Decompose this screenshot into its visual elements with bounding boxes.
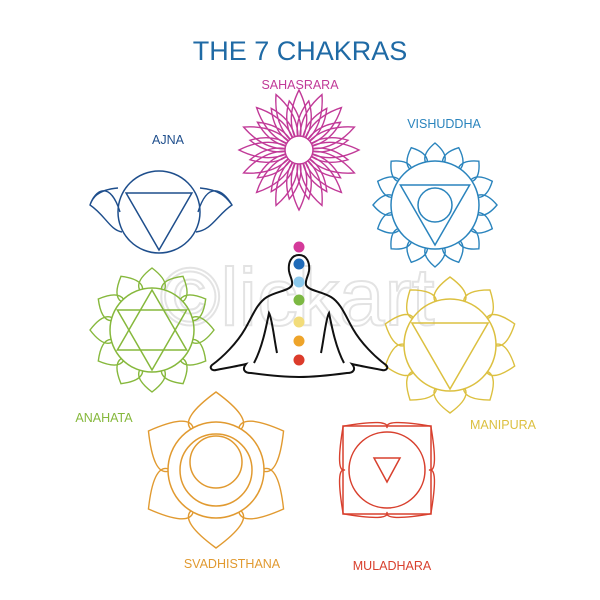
circle [403, 298, 497, 392]
triangle-down [372, 457, 402, 484]
triangle-down [116, 309, 188, 372]
meditating-figure [209, 253, 389, 379]
chakra-dot [293, 258, 305, 270]
chakra-label: SVADHISTHANA [184, 557, 281, 571]
circle [189, 435, 243, 489]
circle [179, 433, 253, 507]
chakra-dot [293, 276, 305, 288]
circle [109, 287, 195, 373]
triangle-down [124, 192, 194, 252]
circle [167, 421, 265, 519]
chakra-svadhisthana: SVADHISTHANA [147, 391, 285, 571]
petals [237, 88, 361, 212]
chakra-label: SAHASRARA [261, 78, 339, 92]
petals [372, 142, 498, 268]
chakra-dot [293, 335, 305, 347]
circle [390, 160, 480, 250]
petals [89, 267, 215, 393]
chakra-dot [293, 241, 305, 253]
petals [147, 391, 285, 549]
chakra-vishuddha: VISHUDDHA [372, 117, 498, 268]
chakra-label: ANAHATA [75, 411, 133, 425]
wing-petals [89, 187, 233, 233]
chakra-sahasrara: SAHASRARA [237, 78, 361, 212]
chakra-dot [293, 316, 305, 328]
chakra-ajna: AJNA [89, 133, 233, 254]
chakra-dot [293, 354, 305, 366]
chakra-label: VISHUDDHA [407, 117, 481, 131]
chakra-label: AJNA [152, 133, 185, 147]
chakra-label: MULADHARA [353, 559, 432, 573]
circle [117, 170, 201, 254]
petals [248, 99, 350, 201]
page-title: THE 7 CHAKRAS [193, 36, 408, 66]
chakra-dot [293, 294, 305, 306]
chakra-label: MANIPURA [470, 418, 537, 432]
circle [417, 187, 453, 223]
petals [338, 421, 436, 519]
square [342, 425, 432, 515]
petals [384, 276, 516, 414]
chakra-muladhara: MULADHARA [338, 421, 436, 573]
circle [348, 431, 426, 509]
triangle-down [410, 322, 490, 391]
triangle-down [399, 184, 471, 247]
triangle-up [116, 288, 188, 351]
chakra-manipura: MANIPURA [384, 276, 537, 432]
circle [284, 135, 314, 165]
chakra-anahata: ANAHATA [75, 267, 215, 425]
